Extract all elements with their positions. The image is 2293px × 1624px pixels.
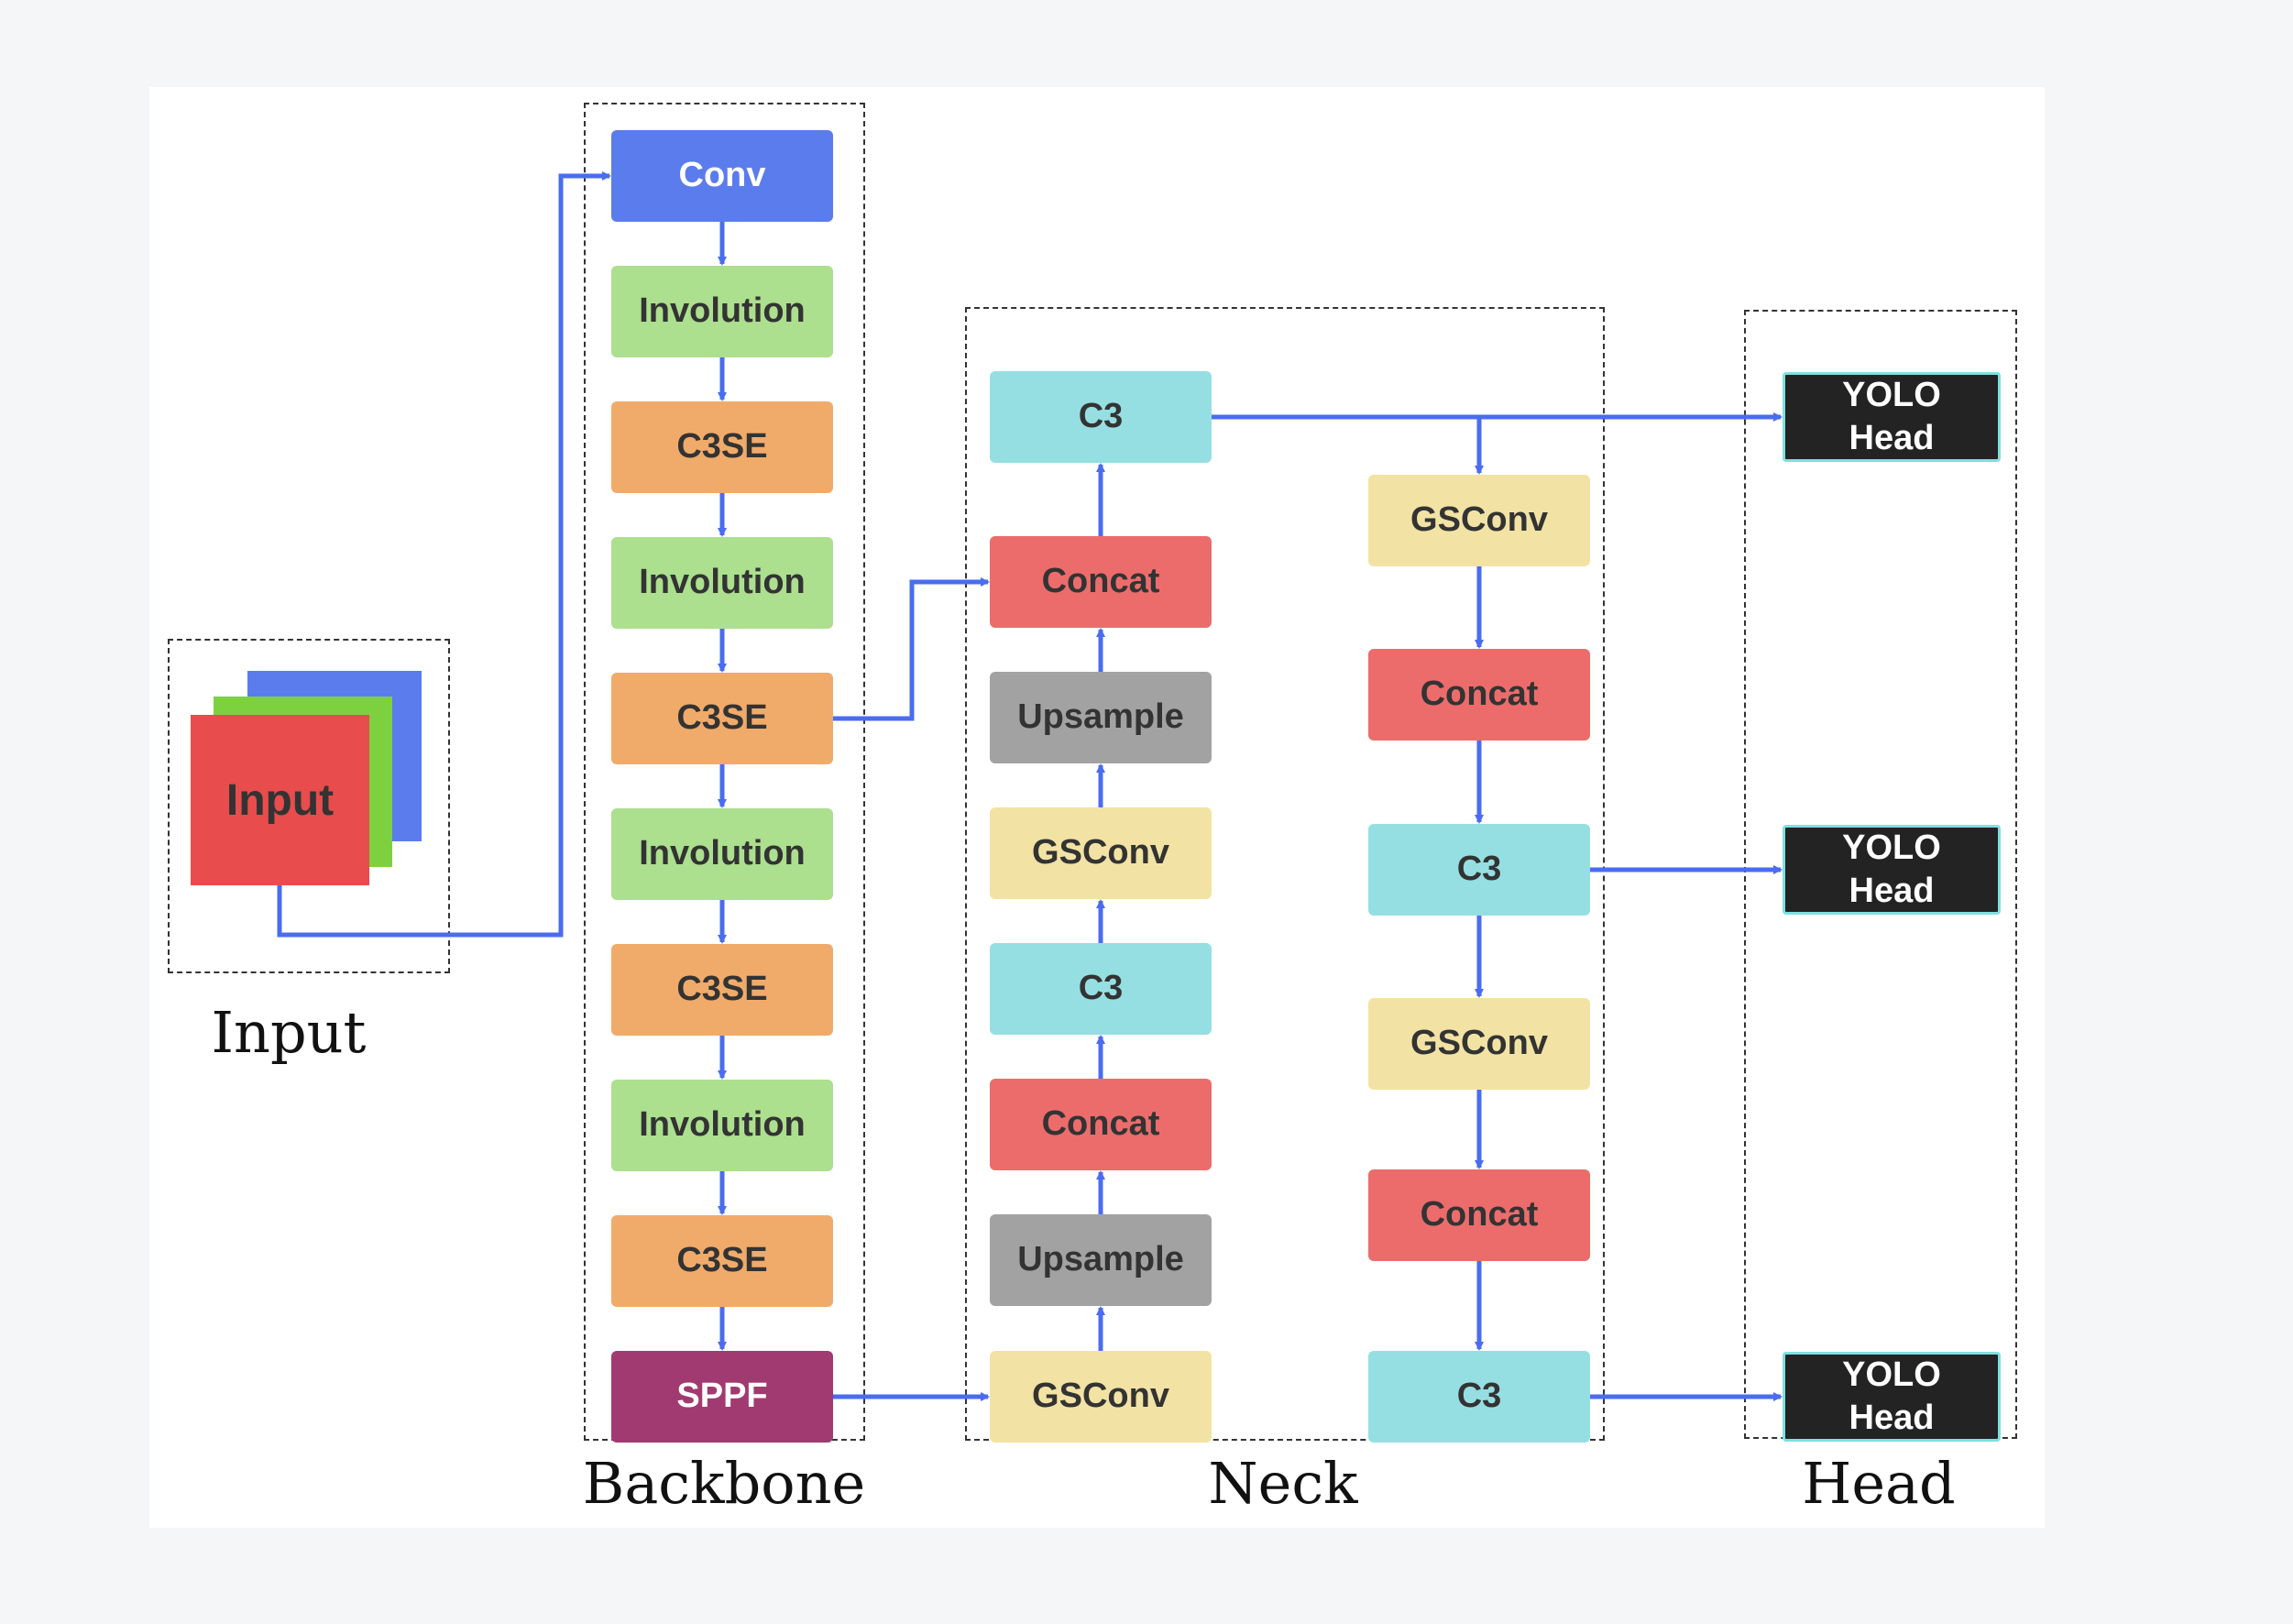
yolo-head-block: YOLO Head (1783, 372, 2001, 462)
neck-right-gsconv-block: GSConv (1368, 475, 1590, 566)
input-block-label: Input (225, 775, 335, 825)
neck-right-c3-block: C3 (1368, 1351, 1590, 1443)
neck-group-label: Neck (1208, 1450, 1358, 1517)
neck-upsample-block: Upsample (990, 1214, 1212, 1306)
neck-concat-block: Concat (990, 1079, 1212, 1170)
backbone-involution-block: Involution (611, 537, 833, 629)
neck-upsample-block: Upsample (990, 672, 1212, 763)
yolo-head-block: YOLO Head (1783, 1352, 2001, 1442)
neck-right-c3-block: C3 (1368, 824, 1590, 916)
backbone-c3se-block: C3SE (611, 944, 833, 1036)
neck-c3-block: C3 (990, 943, 1212, 1035)
backbone-conv-block: Conv (611, 130, 833, 222)
neck-right-concat-block: Concat (1368, 649, 1590, 741)
input-group-label: Input (211, 999, 367, 1066)
backbone-c3se-block: C3SE (611, 401, 833, 493)
backbone-c3se-block: C3SE (611, 673, 833, 764)
backbone-involution-block: Involution (611, 266, 833, 357)
neck-right-gsconv-block: GSConv (1368, 998, 1590, 1090)
backbone-involution-block: Involution (611, 808, 833, 900)
neck-gsconv-block: GSConv (990, 807, 1212, 899)
backbone-c3se-block: C3SE (611, 1215, 833, 1307)
neck-c3-block: C3 (990, 371, 1212, 463)
backbone-involution-block: Involution (611, 1080, 833, 1171)
head-group-label: Head (1802, 1450, 1956, 1517)
neck-group-box (965, 307, 1605, 1441)
backbone-sppf-block: SPPF (611, 1351, 833, 1443)
neck-gsconv-block: GSConv (990, 1351, 1212, 1443)
neck-right-concat-block: Concat (1368, 1169, 1590, 1261)
neck-concat-block: Concat (990, 536, 1212, 628)
yolo-head-block: YOLO Head (1783, 825, 2001, 915)
backbone-group-label: Backbone (582, 1450, 866, 1517)
